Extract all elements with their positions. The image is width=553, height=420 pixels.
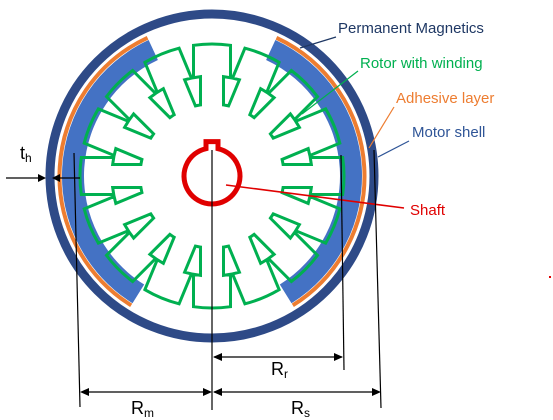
- rotor-winding-outline: [78, 42, 346, 310]
- leader-shaft: [225, 184, 405, 209]
- rs-arrowhead-left: [213, 388, 222, 396]
- rs-reference-line: [373, 149, 382, 409]
- label-adhesive-layer: Adhesive layer: [396, 90, 495, 107]
- rr-arrowhead-right: [334, 353, 343, 361]
- label-rm: Rm: [131, 398, 154, 420]
- label-th: th: [20, 143, 32, 165]
- rr-reference-line: [340, 154, 345, 371]
- rr-arrowhead-left: [213, 353, 222, 361]
- label-rotor-with-winding: Rotor with winding: [360, 55, 483, 72]
- leader-shell: [377, 140, 410, 158]
- magnet-left: [61, 40, 158, 304]
- label-rr: Rr: [271, 359, 288, 381]
- magnet-right-adhesive-layer: [275, 35, 367, 308]
- leader-magnet: [299, 36, 337, 49]
- shaft: [181, 139, 243, 207]
- label-rs: Rs: [291, 398, 310, 420]
- th-arrowhead-left: [38, 174, 46, 182]
- magnet-left-adhesive-layer: [57, 35, 149, 308]
- rm-reference-line: [73, 152, 81, 408]
- magnet-right: [266, 40, 363, 304]
- th-arrowhead-right: [52, 174, 60, 182]
- leader-adhesive: [368, 106, 395, 149]
- label-shaft: Shaft: [410, 202, 446, 219]
- rm-arrowhead-left: [80, 388, 89, 396]
- permanent-magnets: [57, 35, 367, 308]
- rm-arrowhead-right: [203, 388, 212, 396]
- stray-mark: [549, 276, 551, 278]
- label-permanent-magnetics: Permanent Magnetics: [338, 20, 484, 37]
- rs-arrowhead-right: [372, 388, 381, 396]
- rotor-with-winding: [78, 42, 346, 310]
- label-motor-shell: Motor shell: [412, 124, 486, 141]
- leader-rotor: [301, 70, 359, 115]
